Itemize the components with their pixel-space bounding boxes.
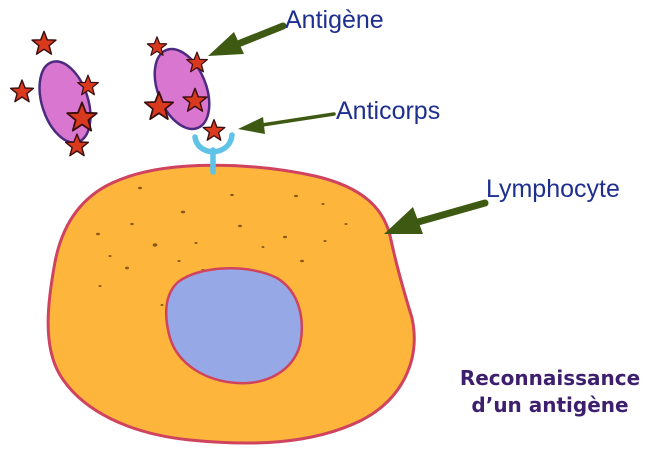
label-antigene: Antigène xyxy=(285,8,384,33)
label-anticorps: Anticorps xyxy=(336,99,440,124)
caption: Reconnaissance d’un antigène xyxy=(430,365,662,419)
arrow-antigene xyxy=(208,26,283,56)
arrow-anticorps xyxy=(238,114,334,134)
antigen-left xyxy=(11,31,100,155)
lymphocyte-cell xyxy=(48,165,414,443)
caption-line-1: Reconnaissance xyxy=(430,365,662,392)
label-lymphocyte: Lymphocyte xyxy=(486,177,620,202)
arrow-lymphocyte xyxy=(384,203,485,234)
caption-line-2: d’un antigène xyxy=(430,392,662,419)
